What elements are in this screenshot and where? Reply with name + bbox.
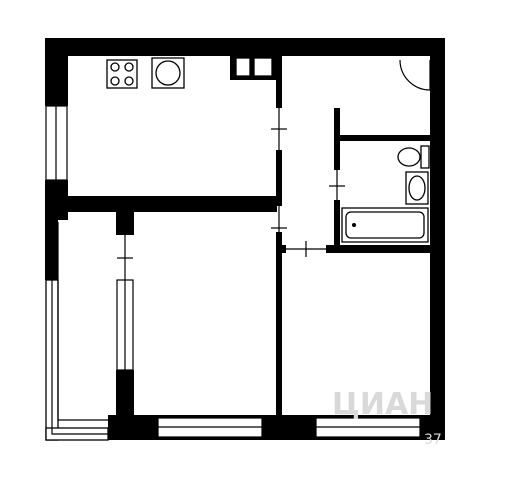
bathtub (341, 207, 429, 243)
entry-door (399, 59, 431, 91)
room-left (134, 205, 277, 415)
room-right (282, 252, 430, 415)
stove (106, 59, 138, 89)
windows (45, 105, 421, 438)
sink (151, 57, 185, 89)
washbasin (405, 171, 429, 205)
walls (45, 38, 445, 440)
watermark-suffix: 37 (424, 432, 442, 448)
watermark-brand: ЦИАН (332, 387, 433, 422)
cabinet (235, 57, 273, 77)
toilet (397, 145, 430, 169)
doors (117, 59, 431, 280)
watermark: ЦИАН 37 (332, 387, 442, 448)
balcony (45, 222, 109, 441)
